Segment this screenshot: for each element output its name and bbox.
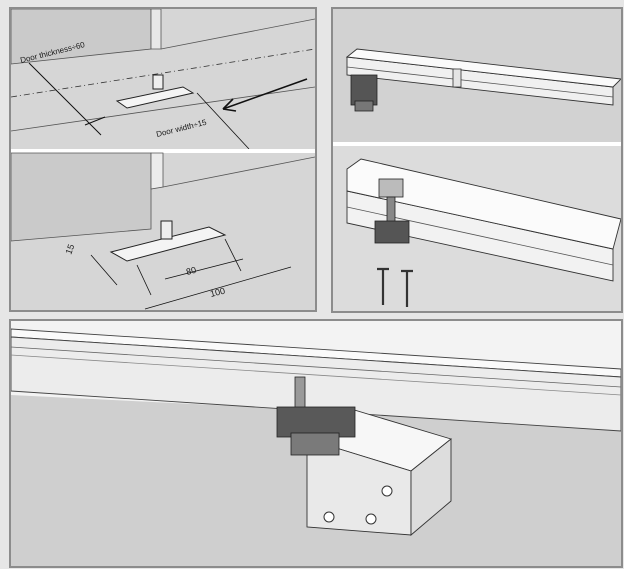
- screw-1-icon: [377, 267, 389, 305]
- dim-100-label: 100: [209, 286, 226, 299]
- dim100-line: [144, 266, 292, 310]
- dim-15-label: 15: [63, 243, 76, 256]
- door-body-2: [11, 152, 152, 242]
- door-edge: [150, 9, 162, 50]
- subfig-rail-top: [333, 9, 621, 142]
- subfig-rail-install: [333, 146, 621, 311]
- roller-carriage: [350, 74, 378, 106]
- dim15-line: [90, 254, 118, 286]
- subfig-door-top: Door thickness÷60 Door width÷15: [11, 9, 315, 150]
- thickness-arrow: [84, 116, 106, 126]
- subfig-separator: [11, 149, 315, 153]
- door-top-edge-line: [160, 18, 315, 50]
- panel-rail-detail: [331, 7, 623, 313]
- roller-base-b: [290, 432, 340, 456]
- panel-assembly: [9, 319, 623, 568]
- door-edge-2: [150, 152, 164, 190]
- dim-80-label: 80: [185, 265, 197, 277]
- screw-2-icon: [401, 269, 413, 307]
- roller-carriage-2: [374, 220, 410, 244]
- rail-top-face: [345, 48, 621, 88]
- ext-b: [224, 238, 242, 272]
- top-line-2: [162, 156, 315, 188]
- top-bracket: [378, 178, 404, 198]
- bracket-pin: [152, 74, 164, 90]
- door-screw-1-icon: [323, 511, 335, 523]
- door-side-b: [410, 438, 452, 536]
- bracket-plate-2: [109, 226, 227, 262]
- hanger-bolt: [386, 196, 396, 224]
- rail-detail-svg: [333, 9, 621, 311]
- rail-top-face-b: [11, 328, 621, 378]
- door-marking-svg: Door thickness÷60 Door width÷15 15 80 10…: [11, 9, 315, 310]
- dim80-line: [164, 258, 244, 280]
- rail-top-2: [346, 158, 621, 250]
- rail-groove-b1: [11, 346, 621, 388]
- door-screw-3-icon: [381, 485, 393, 497]
- rail-joint: [452, 68, 462, 88]
- subfig-separator-r: [333, 142, 621, 146]
- bracket-plate: [115, 86, 195, 109]
- bracket-pin-2: [160, 220, 173, 240]
- rail-groove-b2: [11, 354, 621, 396]
- ext-a: [136, 264, 152, 296]
- centerline-dashed: [11, 48, 315, 98]
- rail-groove: [346, 66, 614, 98]
- assembly-svg: [11, 321, 621, 566]
- rail-front-b: [11, 336, 621, 432]
- width-extension: [196, 92, 250, 150]
- panel-door-marking: Door thickness÷60 Door width÷15 15 80 10…: [9, 7, 317, 312]
- hanger-bolt-b: [294, 376, 306, 410]
- width-arrowhead: [222, 98, 237, 112]
- roller-bolt: [354, 100, 374, 112]
- subfig-bracket-dims: 15 80 100: [11, 152, 315, 310]
- door-screw-2-icon: [365, 513, 377, 525]
- width-arrow-line: [222, 78, 308, 110]
- roller-carriage-b: [276, 406, 356, 438]
